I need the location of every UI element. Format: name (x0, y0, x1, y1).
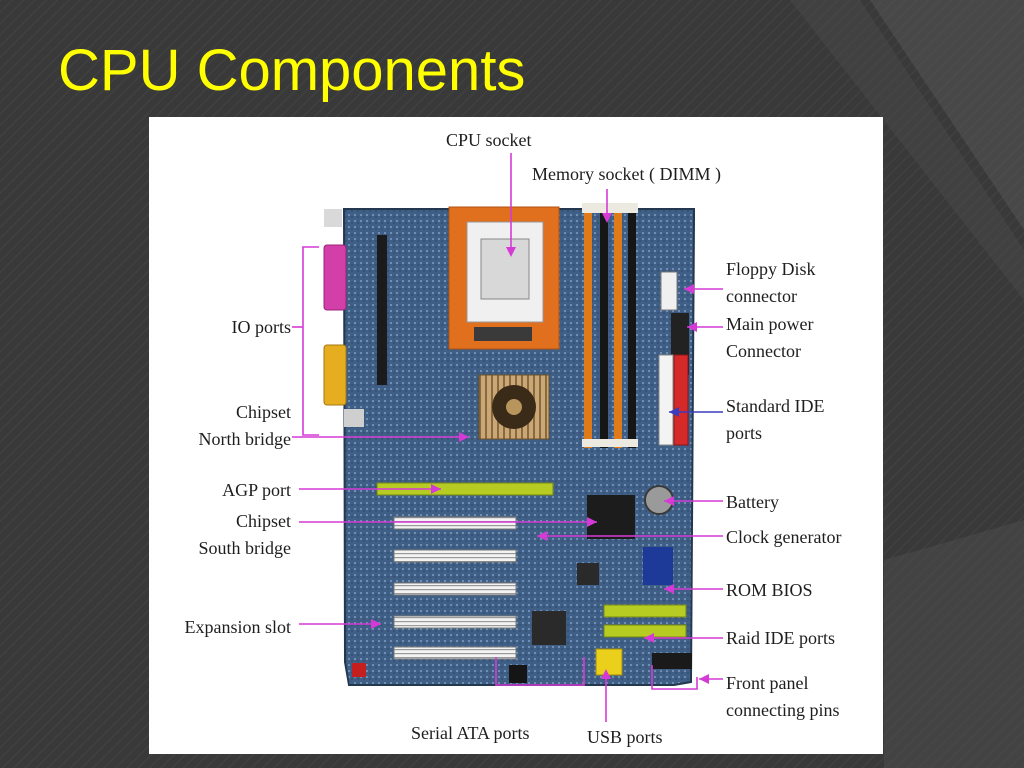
label-front-panel: Front panel (726, 673, 809, 693)
label-north-bridge: North bridge (198, 429, 291, 449)
label-power-connector: Connector (726, 341, 801, 361)
label-expansion-slot: Expansion slot (184, 617, 292, 637)
slide-title: CPU Components (58, 38, 526, 103)
label-battery: Battery (726, 492, 779, 512)
label-floppy-connector: connector (726, 286, 797, 306)
label-floppy-disk: Floppy Disk (726, 259, 816, 279)
label-rom-bios: ROM BIOS (726, 580, 813, 600)
label-serial-ata-ports: Serial ATA ports (411, 723, 530, 743)
label-chipset-north: Chipset (235, 402, 291, 422)
motherboard-image (292, 153, 723, 722)
label-usb-ports: USB ports (587, 727, 663, 747)
label-agp-port: AGP port (222, 480, 291, 500)
label-ide-ports: ports (726, 423, 762, 443)
label-chipset-south: Chipset (235, 511, 291, 531)
label-cpu-socket: CPU socket (446, 130, 532, 150)
label-connecting-pins: connecting pins (726, 700, 840, 720)
motherboard-diagram: CPU socket Memory socket ( DIMM ) Floppy… (149, 117, 883, 754)
label-memory-socket: Memory socket ( DIMM ) (532, 164, 721, 184)
label-standard-ide: Standard IDE (726, 396, 825, 416)
label-south-bridge: South bridge (198, 538, 292, 558)
label-main-power: Main power (726, 314, 814, 334)
label-raid-ide-ports: Raid IDE ports (726, 628, 835, 648)
label-io-ports: IO ports (231, 317, 292, 337)
label-clock-generator: Clock generator (726, 527, 842, 547)
